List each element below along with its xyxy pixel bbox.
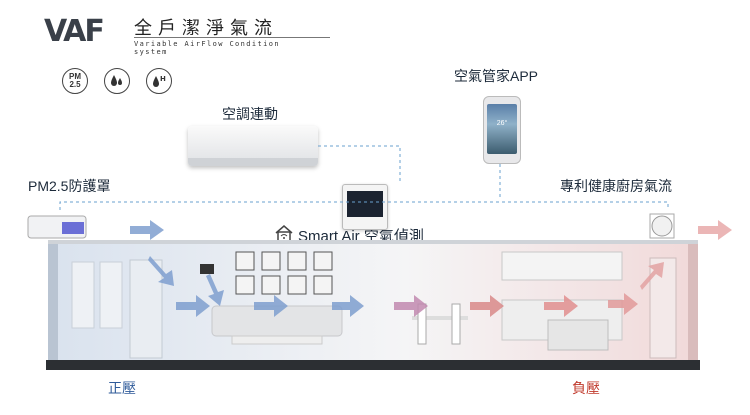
logo-mark: VAF: [44, 14, 105, 49]
negative-pressure-label: 負壓: [572, 380, 600, 396]
vaf-logo: VAF 全戶潔淨氣流 Variable AirFlow Condition sy…: [44, 14, 330, 58]
logo-subtitle: Variable AirFlow Condition system: [134, 40, 280, 56]
positive-pressure-label: 正壓: [108, 380, 136, 396]
kitchen-airflow-label: 專利健康廚房氣流: [560, 178, 672, 194]
phone-temp-readout: 26°: [496, 120, 508, 127]
air-conditioner-image: [188, 126, 318, 166]
ac-link-label: 空調連動: [222, 106, 278, 122]
logo-divider: [134, 37, 330, 38]
pm-cover-label: PM2.5防護罩: [28, 178, 111, 194]
humidity-h-icon: H: [146, 68, 172, 94]
logo-title: 全戶潔淨氣流: [134, 18, 278, 39]
humidity-drops-icon: [104, 68, 130, 94]
app-label: 空氣管家APP: [454, 68, 539, 84]
smart-air-controller-image: [342, 184, 388, 230]
connection-lines: [59, 145, 669, 210]
smartphone-image: 26°: [483, 96, 521, 164]
svg-text:H: H: [160, 75, 166, 83]
pm25-icon: PM 2.5: [62, 68, 88, 94]
